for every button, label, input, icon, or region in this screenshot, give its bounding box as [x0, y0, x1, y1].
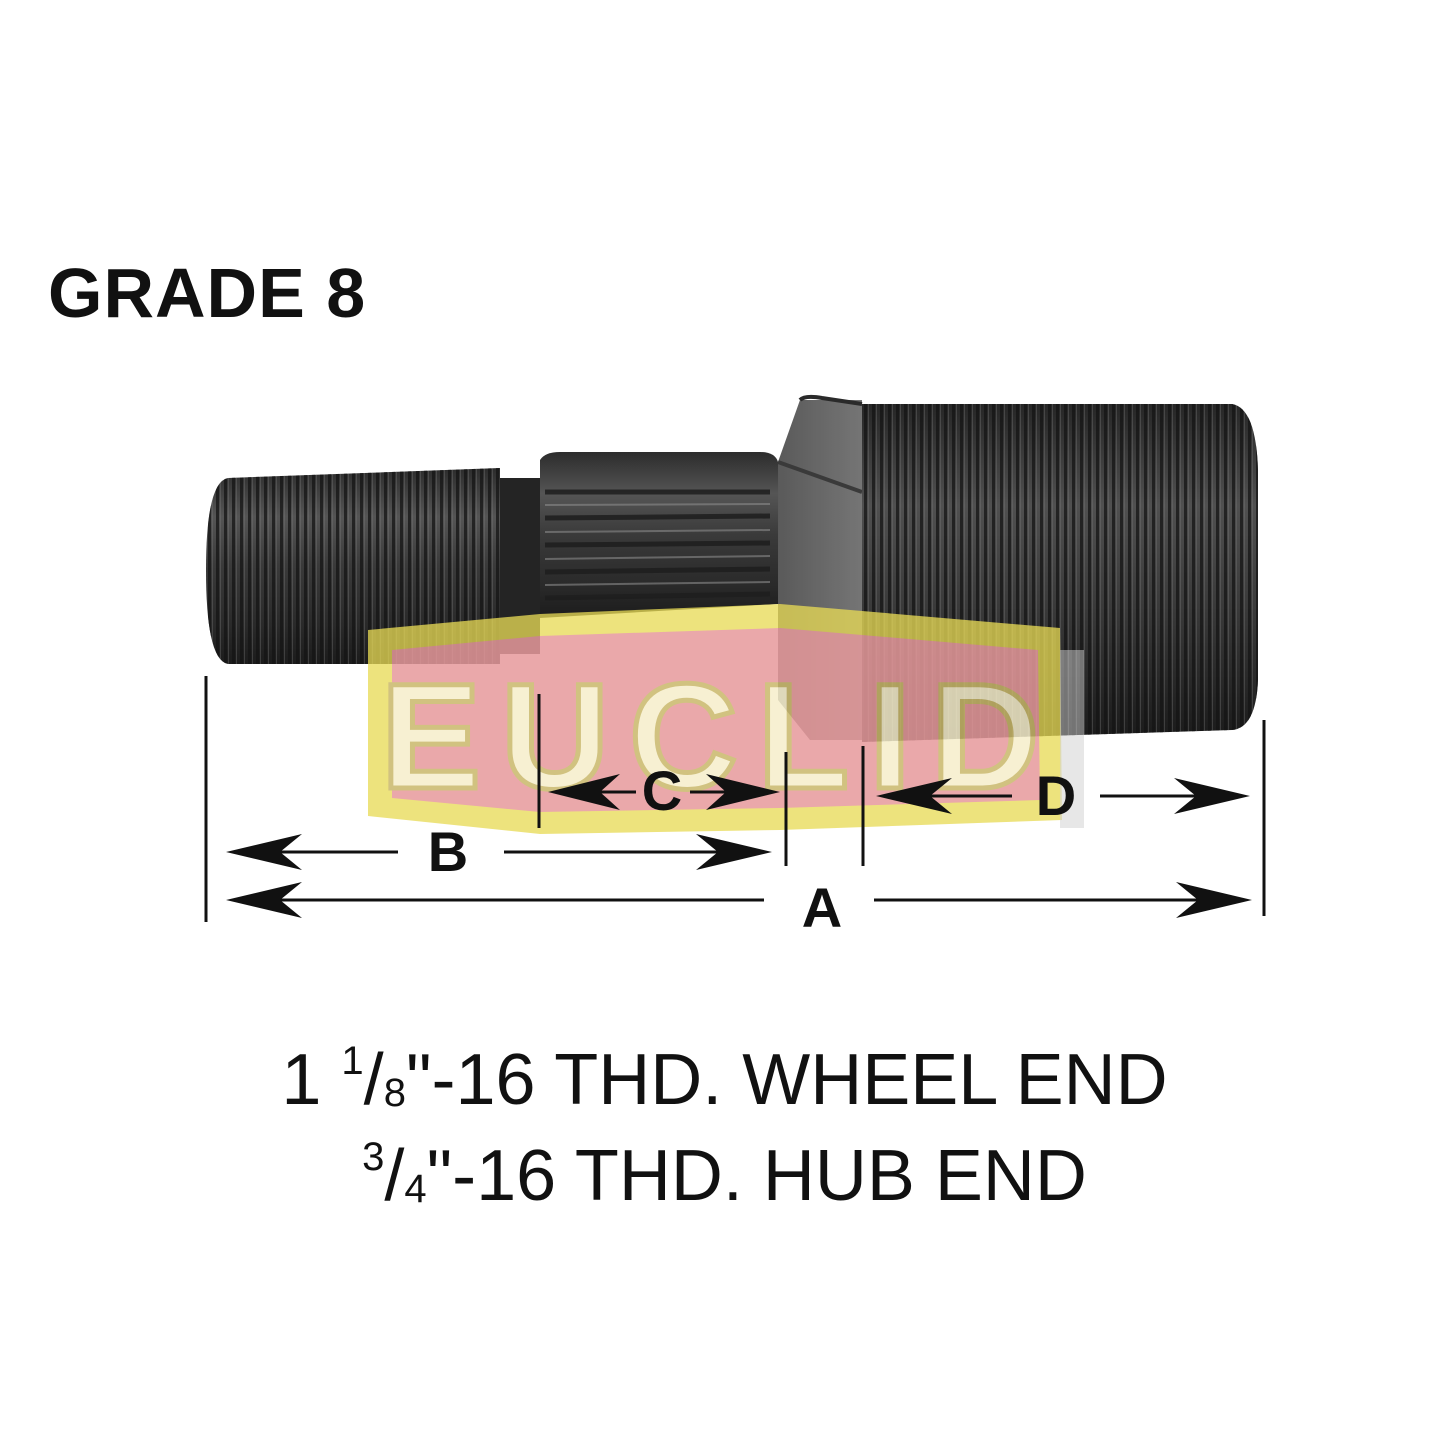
euclid-watermark: EUCLID	[368, 604, 1084, 834]
dimension-d-label: D	[1036, 764, 1076, 827]
arrowhead-left-icon	[226, 882, 302, 918]
hub-end-spec: 3/4"-16 THD. HUB END	[362, 1135, 1087, 1216]
dimension-a-label: A	[802, 876, 842, 939]
grade-heading: GRADE 8	[48, 254, 367, 332]
arrowhead-right-icon	[1174, 778, 1250, 814]
arrowhead-right-icon	[696, 834, 772, 870]
wheel-end-numerator: 1	[341, 1039, 364, 1083]
arrowhead-right-icon	[706, 774, 780, 810]
dimension-d: D	[876, 764, 1250, 827]
hub-end-denominator: 4	[404, 1167, 427, 1211]
wheel-end-denominator: 8	[383, 1071, 406, 1115]
dimension-a: A	[226, 876, 1252, 939]
knurled-shank	[540, 452, 778, 618]
hub-end-rest: "-16 THD. HUB END	[426, 1136, 1087, 1216]
hub-end-thread	[206, 468, 500, 664]
dimension-c-label: C	[642, 759, 682, 822]
hub-end-numerator: 3	[362, 1135, 385, 1179]
arrowhead-right-icon	[1176, 882, 1252, 918]
arrowhead-left-icon	[876, 778, 952, 814]
wheel-end-whole: 1	[281, 1040, 322, 1120]
extension-lines	[204, 676, 1266, 922]
dimension-b: B	[226, 820, 772, 883]
arrowhead-left-icon	[226, 834, 302, 870]
dimension-c: C	[548, 759, 780, 822]
dimension-b-label: B	[428, 820, 468, 883]
wheel-end-rest: "-16 THD. WHEEL END	[405, 1040, 1168, 1120]
arrowhead-left-icon	[548, 774, 620, 810]
wheel-end-spec: 1 1/8"-16 THD. WHEEL END	[281, 1039, 1168, 1120]
